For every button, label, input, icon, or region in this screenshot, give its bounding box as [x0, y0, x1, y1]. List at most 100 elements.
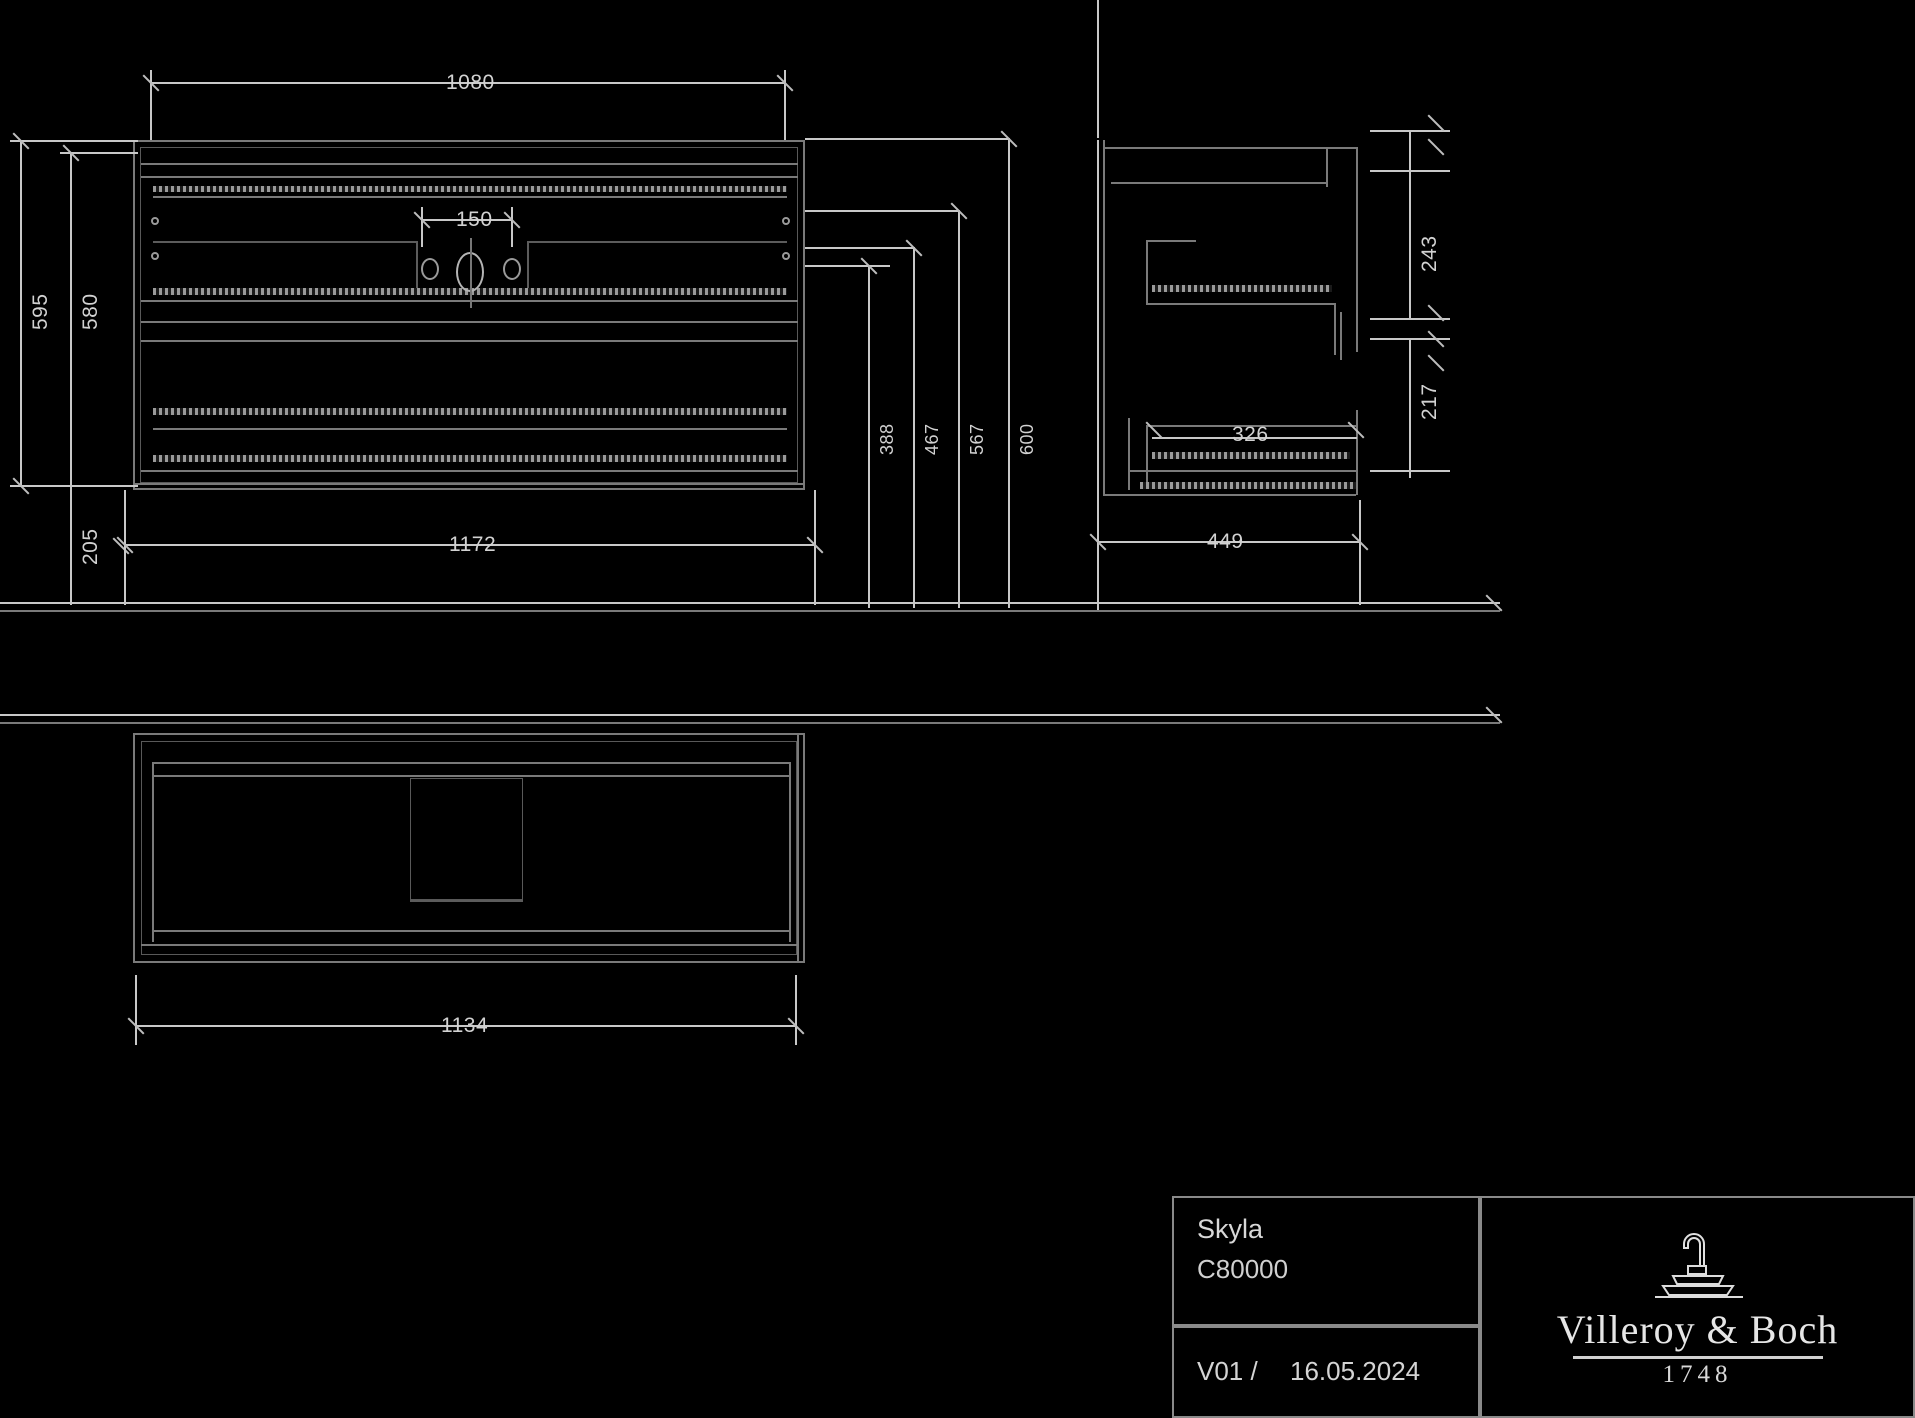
upper-drawer-hatch — [153, 186, 787, 192]
dim-ext-595-bottom — [10, 485, 138, 487]
section-wall-line — [1103, 140, 1105, 495]
lower-drawer-edge-2 — [141, 340, 798, 342]
dim-ext-449-right — [1359, 500, 1361, 605]
brand-rule — [1572, 1355, 1823, 1359]
dim-line-217 — [1409, 338, 1411, 478]
fountain-logo-icon — [1654, 1232, 1743, 1298]
cabinet-inner-outline — [140, 147, 798, 483]
section-left-ref-axis — [1097, 140, 1099, 610]
product-name: Skyla — [1197, 1214, 1264, 1244]
plan-right-outer — [797, 733, 799, 963]
fixing-dot — [151, 252, 159, 260]
plan-back-edge-2 — [141, 944, 797, 946]
dim-label-lower-drawer-height: 217 — [1418, 383, 1441, 420]
plan-right-wall — [789, 762, 791, 942]
brand-year: 1748 — [1662, 1360, 1733, 1388]
plan-outline — [133, 733, 805, 963]
upper-drawer-edge-2 — [141, 176, 798, 178]
dim-line-567 — [958, 210, 960, 608]
section-bottom-edge — [1103, 494, 1356, 496]
cabinet-base-edge — [133, 483, 805, 485]
dim-label-plinth-height: 205 — [79, 528, 102, 565]
title-block-brand-cell — [1480, 1196, 1915, 1418]
lower-drawer-edge-3 — [153, 428, 787, 430]
ref-line-567 — [805, 210, 960, 212]
dim-label-d2: 467 — [922, 423, 942, 455]
dim-label-tap-spacing: 150 — [456, 208, 493, 231]
dim-line-595 — [20, 140, 22, 485]
dim-ext-243-top — [1370, 130, 1450, 132]
dim-ext-150-right — [511, 207, 513, 247]
lower-drawer-top-edge — [141, 321, 798, 323]
dim-line-326 — [1152, 437, 1357, 439]
dim-ext-217-bottom — [1370, 470, 1450, 472]
brand-name: Villeroy & Boch — [1556, 1306, 1839, 1352]
dim-line-600 — [1008, 138, 1010, 608]
plan-front-edge — [152, 762, 789, 764]
separator-line-upper — [0, 602, 1500, 604]
ref-line-467 — [805, 247, 915, 249]
dim-ext-595-top — [10, 140, 138, 142]
dim-label-body-height: 580 — [79, 293, 102, 330]
section-divider-v — [1146, 240, 1148, 305]
brand-lockup: Villeroy & Boch 1748 — [1480, 1196, 1915, 1418]
title-block-revision-cell — [1172, 1326, 1480, 1418]
section-top-right-wall — [1326, 147, 1328, 187]
dim-ext-1172-left — [124, 490, 126, 605]
lower-drawer-hatch — [153, 408, 787, 415]
section-lower-right-wall — [1356, 410, 1358, 495]
dim-tick — [1427, 138, 1445, 156]
dim-label-inner-depth: 326 — [1232, 423, 1269, 446]
dim-line-150 — [421, 219, 511, 221]
plan-top-band-1 — [0, 714, 1500, 716]
basin-right-wall — [527, 241, 529, 288]
dim-ext-1134-left — [135, 975, 137, 1045]
dim-tick — [1427, 354, 1445, 372]
fixing-dot — [782, 217, 790, 225]
dim-ext-243-top-2 — [1370, 170, 1450, 172]
dim-line-205 — [70, 485, 72, 605]
separator-line-lower — [0, 610, 1500, 612]
section-lower-mid — [1128, 470, 1356, 472]
dim-label-d1: 388 — [877, 423, 897, 455]
dim-ext-1080-right — [784, 70, 786, 142]
dim-line-580 — [70, 152, 72, 485]
dim-label-width-bottom: 1172 — [449, 533, 497, 556]
vertical-ref-axis-top — [1097, 0, 1099, 138]
dim-label-total-height: 595 — [29, 293, 52, 330]
fixing-dot — [782, 252, 790, 260]
section-lower-left-wall-2 — [1146, 425, 1148, 485]
tap-hole-left — [421, 258, 439, 280]
section-lower-left-wall — [1128, 418, 1130, 490]
plan-left-wall — [152, 762, 154, 942]
revision-label: V01 / — [1197, 1356, 1258, 1386]
plan-back-edge — [152, 930, 789, 932]
dim-line-388 — [868, 265, 870, 608]
dim-label-width-top: 1080 — [446, 71, 495, 94]
basin-left-wall — [416, 241, 418, 288]
dim-line-467 — [913, 247, 915, 608]
countertop-left-edge — [153, 241, 416, 243]
section-hatch-2 — [1152, 452, 1350, 459]
dim-ext-243-bottom — [1370, 318, 1450, 320]
plan-siphon-cutout — [410, 778, 523, 900]
dim-label-upper-drawer-height: 243 — [1418, 235, 1441, 272]
dim-ext-449-left — [1097, 500, 1099, 605]
section-shelf-edge — [1146, 240, 1196, 242]
dim-tick — [1427, 114, 1445, 132]
dim-label-d3: 567 — [967, 423, 987, 455]
tap-hole-right — [503, 258, 521, 280]
section-top-edge — [1103, 147, 1357, 149]
section-hatch-3 — [1140, 482, 1356, 489]
section-shelf-bottom — [1146, 303, 1334, 305]
section-inner-right-wall-2 — [1340, 312, 1342, 360]
lower-drawer-bottom-edge — [141, 470, 798, 472]
dim-label-lower-depth: 449 — [1207, 530, 1244, 553]
product-code: C80000 — [1197, 1254, 1289, 1284]
plan-inner-outline — [141, 741, 797, 955]
section-lower-top — [1146, 425, 1356, 427]
upper-drawer-top-edge — [141, 163, 798, 165]
upper-drawer-edge-3 — [153, 196, 787, 198]
dim-ext-150-left — [421, 207, 423, 247]
dim-line-1134 — [135, 1025, 795, 1027]
